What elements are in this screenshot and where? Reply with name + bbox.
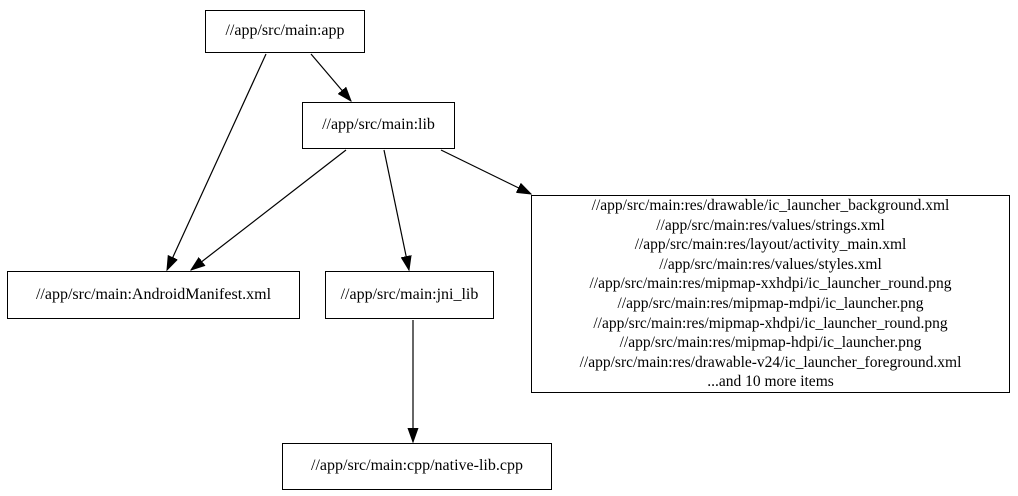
resource-item: //app/src/main:res/mipmap-xhdpi/ic_launc…	[593, 314, 948, 332]
resource-item: //app/src/main:res/drawable-v24/ic_launc…	[579, 353, 962, 371]
resource-item: //app/src/main:res/mipmap-hdpi/ic_launch…	[619, 334, 922, 352]
edge-lib-to-jni-lib	[383, 149, 409, 270]
node-app-label: //app/src/main:app	[225, 22, 345, 40]
node-jni-lib-label: //app/src/main:jni_lib	[340, 285, 479, 303]
node-lib: //app/src/main:lib	[302, 102, 455, 149]
node-android-manifest: //app/src/main:AndroidManifest.xml	[7, 271, 300, 319]
node-lib-label: //app/src/main:lib	[322, 116, 435, 134]
resource-item: //app/src/main:res/layout/activity_main.…	[634, 236, 907, 254]
node-resource-list: //app/src/main:res/drawable/ic_launcher_…	[531, 195, 1010, 393]
resource-item: //app/src/main:res/mipmap-xxhdpi/ic_laun…	[589, 275, 952, 293]
resource-item: //app/src/main:res/mipmap-mdpi/ic_launch…	[617, 295, 924, 312]
edge-lib-to-res-list	[440, 149, 531, 194]
node-native-lib-cpp-label: //app/src/main:cpp/native-lib.cpp	[311, 457, 523, 475]
node-app: //app/src/main:app	[205, 10, 365, 53]
resource-item: //app/src/main:res/values/strings.xml	[656, 216, 885, 234]
node-jni-lib: //app/src/main:jni_lib	[325, 271, 494, 319]
node-android-manifest-label: //app/src/main:AndroidManifest.xml	[35, 285, 272, 303]
resource-item: //app/src/main:res/values/styles.xml	[659, 255, 882, 273]
resource-item: //app/src/main:res/drawable/ic_launcher_…	[591, 197, 950, 215]
resource-more-items: ...and 10 more items	[707, 373, 834, 391]
edge-app-to-manifest	[167, 53, 267, 270]
edge-lib-to-manifest	[191, 149, 347, 270]
edge-app-to-lib	[310, 53, 351, 101]
node-native-lib-cpp: //app/src/main:cpp/native-lib.cpp	[282, 443, 552, 490]
